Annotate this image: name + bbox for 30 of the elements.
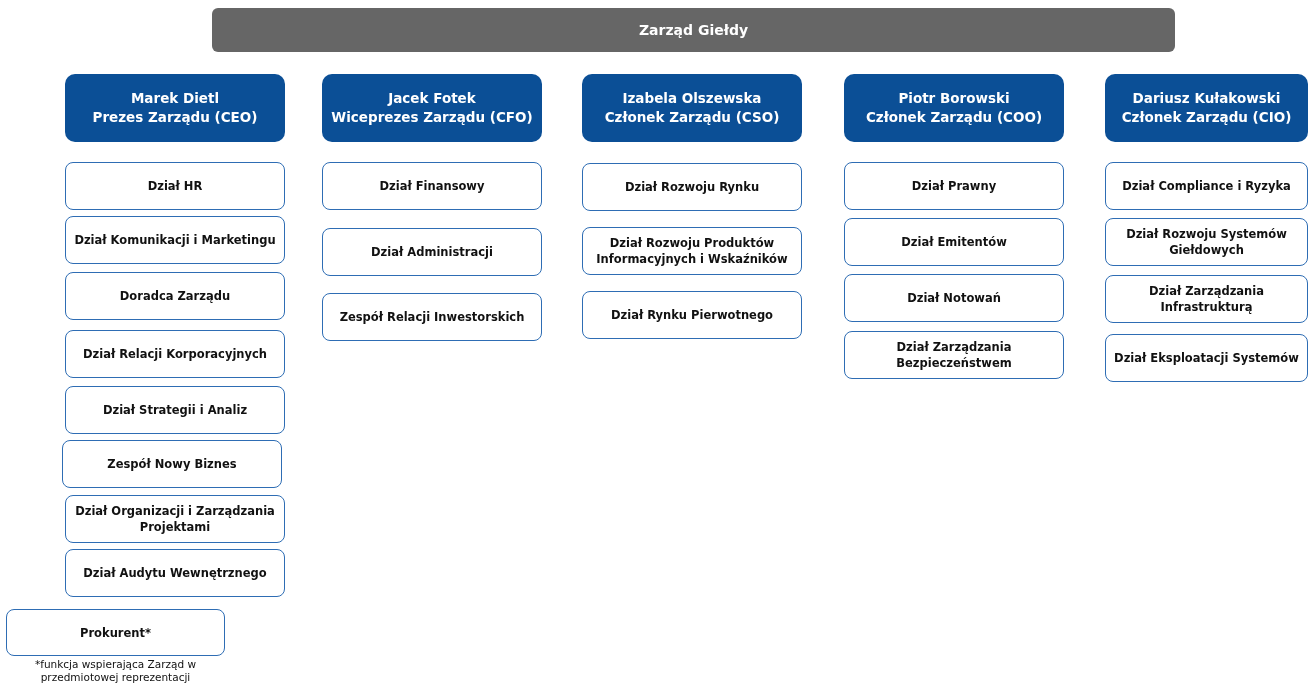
department-box: Dział HR: [65, 162, 285, 210]
executive-header: Marek Dietl Prezes Zarządu (CEO): [65, 74, 285, 142]
department-box: Dział Audytu Wewnętrznego: [65, 549, 285, 597]
executive-header: Jacek Fotek Wiceprezes Zarządu (CFO): [322, 74, 542, 142]
board-banner: Zarząd Giełdy: [212, 8, 1175, 52]
department-box: Dział Emitentów: [844, 218, 1064, 266]
department-box: Zespół Relacji Inwestorskich: [322, 293, 542, 341]
department-box: Dział Rozwoju Produktów Informacyjnych i Wskaźników: [582, 227, 802, 275]
executive-header: Izabela Olszewska Członek Zarządu (CSO): [582, 74, 802, 142]
department-box: Dział Rozwoju Systemów Giełdowych: [1105, 218, 1308, 266]
department-box: Dział Zarządzania Bezpieczeństwem: [844, 331, 1064, 379]
department-box: Dział Rynku Pierwotnego: [582, 291, 802, 339]
department-box: Dział Zarządzania Infrastrukturą: [1105, 275, 1308, 323]
department-box: Dział Compliance i Ryzyka: [1105, 162, 1308, 210]
department-box: Dział Relacji Korporacyjnych: [65, 330, 285, 378]
department-box: Prokurent*: [6, 609, 225, 656]
department-box: Zespół Nowy Biznes: [62, 440, 282, 488]
department-box: Dział Notowań: [844, 274, 1064, 322]
department-box: Dział Komunikacji i Marketingu: [65, 216, 285, 264]
department-box: Dział Finansowy: [322, 162, 542, 210]
department-box: Dział Administracji: [322, 228, 542, 276]
department-box: Dział Strategii i Analiz: [65, 386, 285, 434]
department-box: Dział Rozwoju Rynku: [582, 163, 802, 211]
executive-header: Piotr Borowski Członek Zarządu (COO): [844, 74, 1064, 142]
department-box: Doradca Zarządu: [65, 272, 285, 320]
footnote: *funkcja wspierająca Zarząd w przedmiotowej reprezentacji: [34, 658, 197, 684]
department-box: Dział Prawny: [844, 162, 1064, 210]
department-box: Dział Organizacji i Zarządzania Projektami: [65, 495, 285, 543]
department-box: Dział Eksploatacji Systemów: [1105, 334, 1308, 382]
executive-header: Dariusz Kułakowski Członek Zarządu (CIO): [1105, 74, 1308, 142]
